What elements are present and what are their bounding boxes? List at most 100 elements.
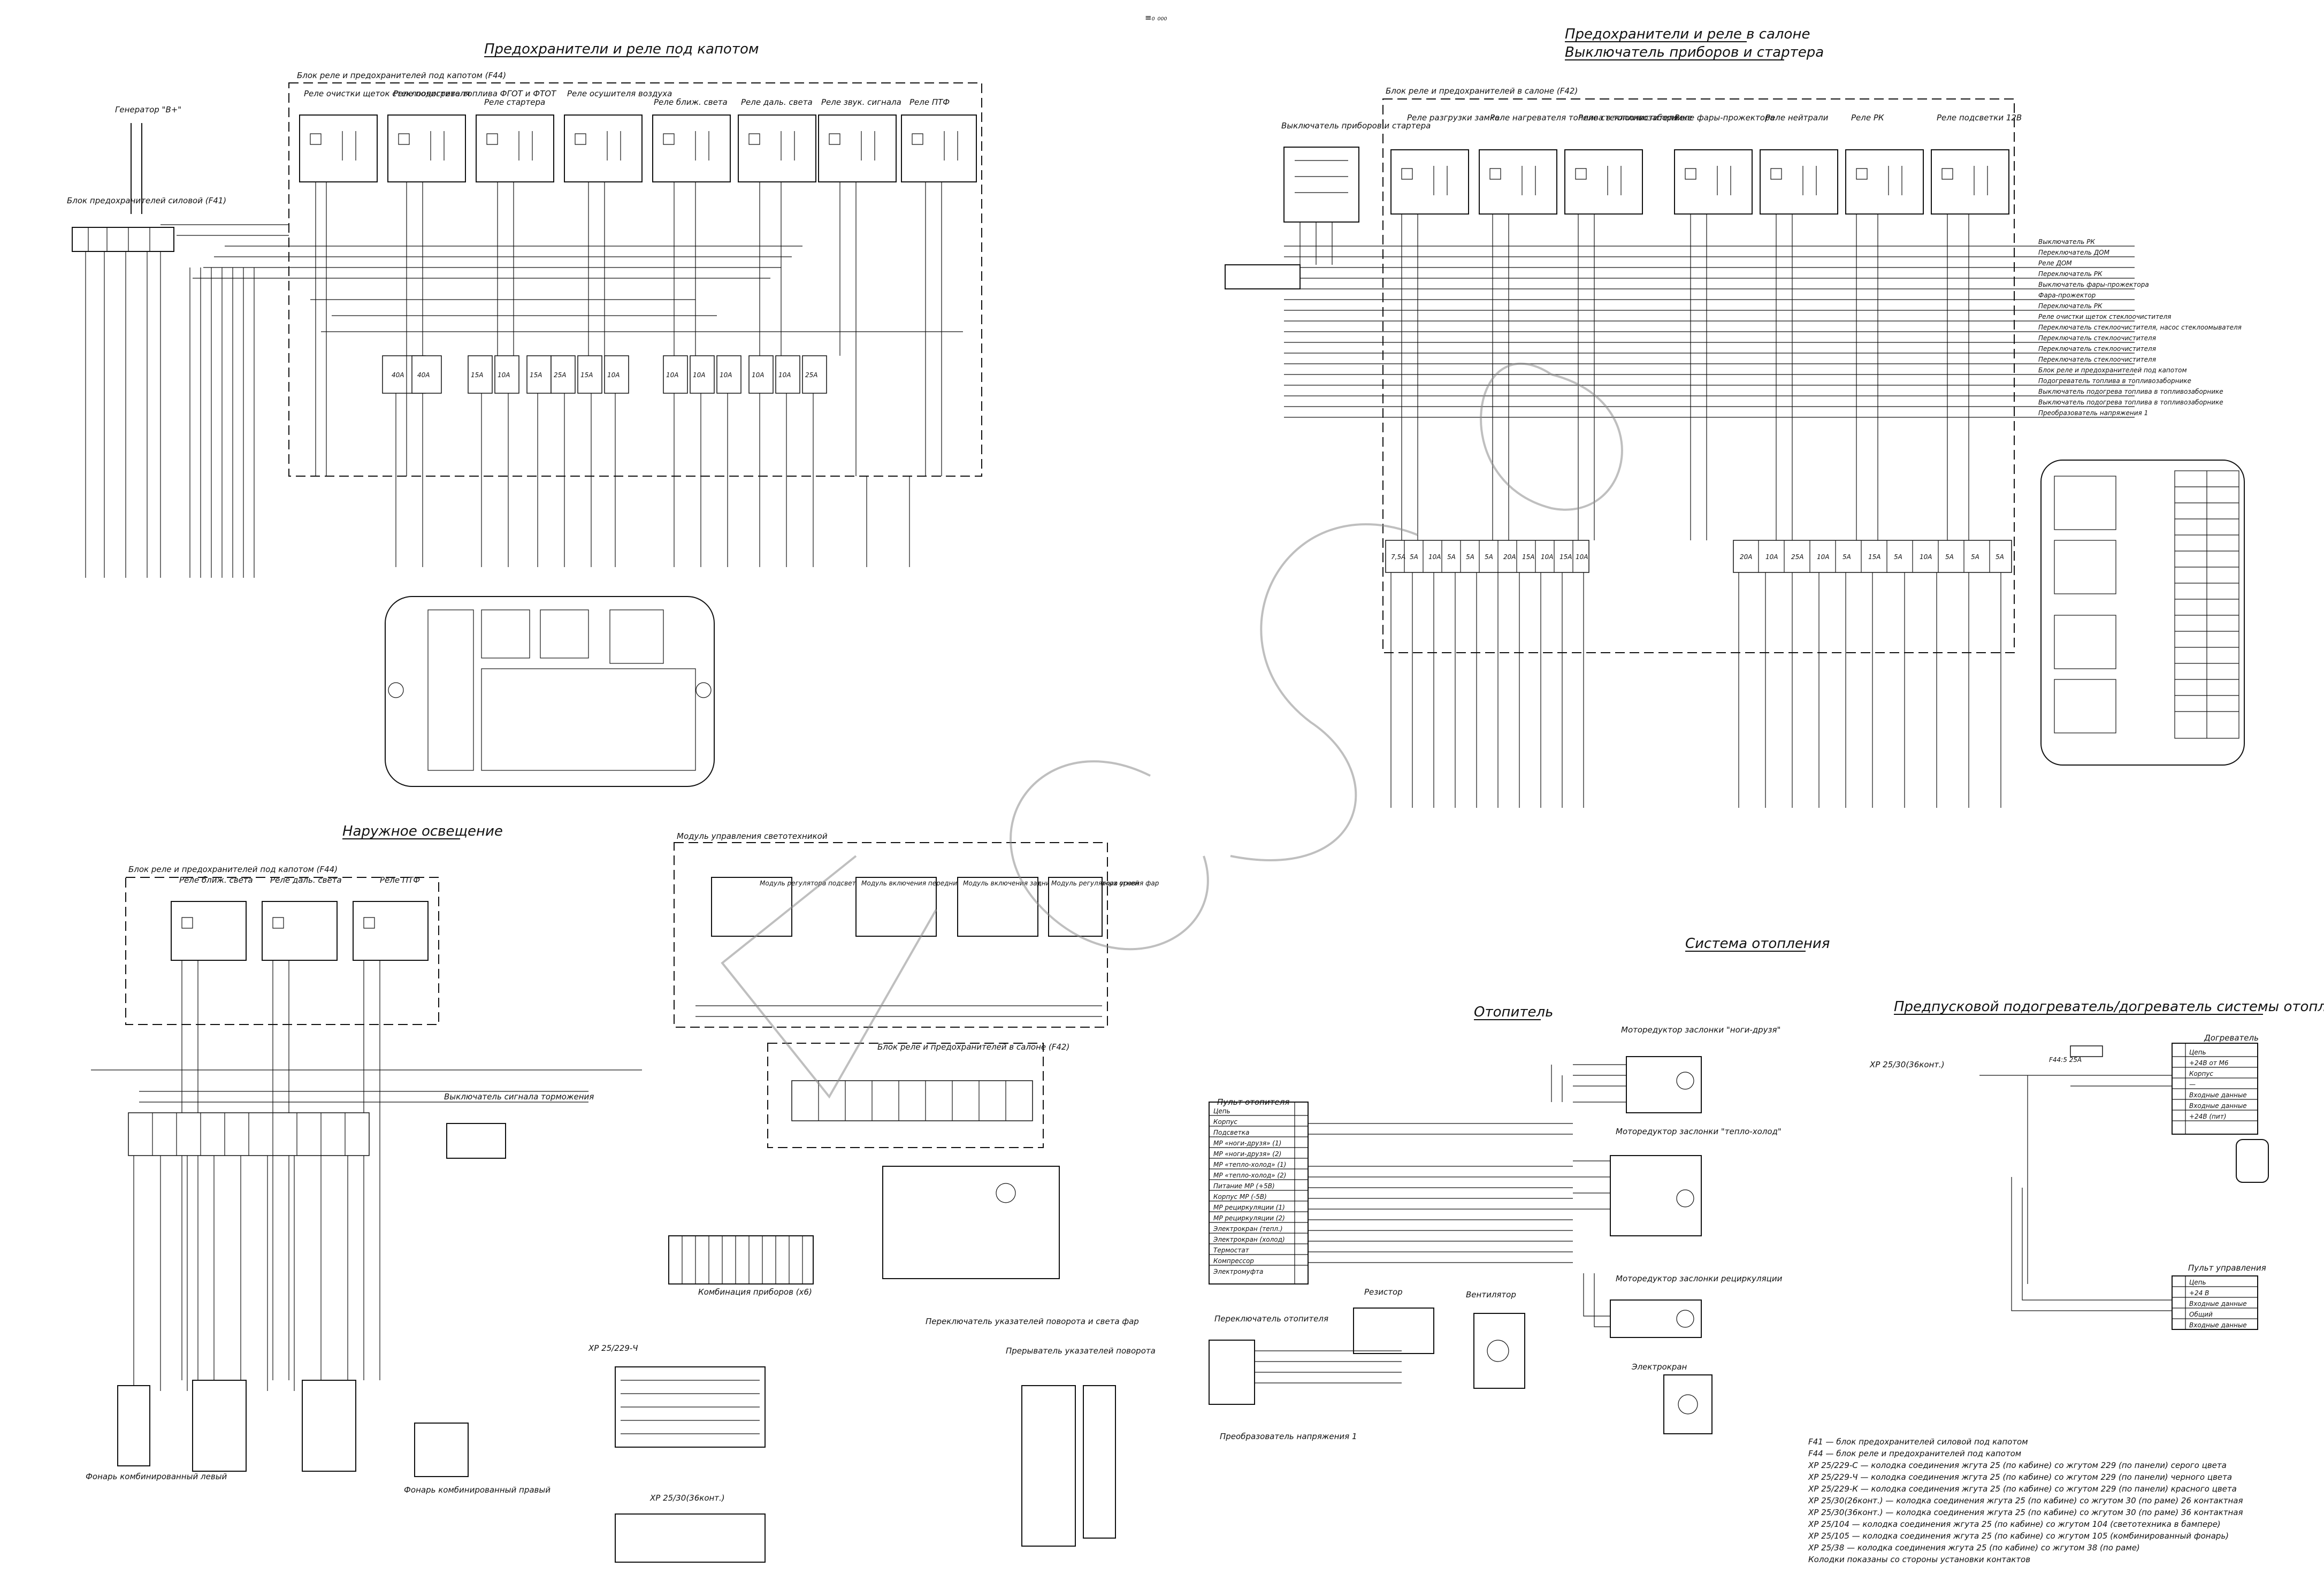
- svg-text:Общий: Общий: [2189, 1311, 2213, 1318]
- svg-text:15А: 15А: [530, 371, 542, 379]
- svg-text:5А: 5А: [1843, 553, 1851, 561]
- svg-text:10А: 10А: [1920, 553, 1932, 561]
- svg-text:Входные данные: Входные данные: [2189, 1102, 2247, 1110]
- svg-text:Термостат: Термостат: [1213, 1247, 1250, 1254]
- f42-relay-6: Реле подсветки 12В: [1931, 113, 2022, 215]
- f44-relay-7: Реле ПТФ: [901, 97, 977, 182]
- svg-text:МР «тепло-холод» (2): МР «тепло-холод» (2): [1213, 1172, 1286, 1179]
- svg-text:10А: 10А: [693, 371, 705, 379]
- preheater-block: ХР 25/30(36конт.) F44:5 25А Догреватель …: [1869, 1033, 2269, 1330]
- svg-text:Модуль регулятора уровня фар: Модуль регулятора уровня фар: [1051, 880, 1159, 887]
- svg-text:Переключатель отопителя: Переключатель отопителя: [1214, 1314, 1328, 1324]
- f42-relay-2: Реле стеклоочистителя: [1564, 113, 1678, 215]
- svg-text:ХР 25/38 — колодка соединения: ХР 25/38 — колодка соединения жгута 25 (…: [1808, 1543, 2140, 1553]
- svg-text:Резистор: Резистор: [1364, 1287, 1403, 1297]
- svg-text:Реле подогрева топлива ФГОТ и: Реле подогрева топлива ФГОТ и ФТОТ: [393, 89, 557, 98]
- svg-text:Реле нейтрали: Реле нейтрали: [1765, 113, 1829, 123]
- svg-text:10А: 10А: [1576, 553, 1588, 561]
- f44-block-label: Блок реле и предохранителей под капотом …: [297, 71, 506, 80]
- outdoor-f44-block: Блок реле и предохранителей под капотом …: [91, 865, 642, 1391]
- svg-text:Корпус: Корпус: [2189, 1070, 2213, 1077]
- svg-text:Моторедуктор заслонки рециркул: Моторедуктор заслонки рециркуляции: [1616, 1274, 1783, 1283]
- electro-valve: Электрокран: [1631, 1362, 1713, 1434]
- svg-text:Электрокран: Электрокран: [1631, 1362, 1687, 1372]
- svg-text:Питание МР (+5В): Питание МР (+5В): [1213, 1182, 1275, 1190]
- svg-text:—: —: [2189, 1081, 2196, 1088]
- turn-breaker: Прерыватель указателей поворота: [1006, 1346, 1156, 1547]
- f42-relay-0: Реле разгрузки замка: [1390, 113, 1500, 215]
- svg-text:Входные данные: Входные данные: [2189, 1321, 2247, 1329]
- f44-output-labels: [189, 267, 255, 578]
- converter-label: Преобразователь напряжения 1: [1220, 1432, 1357, 1441]
- svg-text:Подогреватель топлива в топлив: Подогреватель топлива в топливозаборнике: [2038, 377, 2191, 385]
- light-module: Модуль управления светотехникой Модуль р…: [674, 831, 1159, 1028]
- svg-text:25А: 25А: [554, 371, 566, 379]
- svg-text:10А: 10А: [778, 371, 791, 379]
- svg-text:Колодки показаны со стороны ус: Колодки показаны со стороны установки ко…: [1808, 1555, 2030, 1564]
- svg-text:40А: 40А: [417, 371, 430, 379]
- svg-text:Переключатель стеклоочистителя: Переключатель стеклоочистителя, насос ст…: [2038, 324, 2242, 331]
- svg-text:Модуль управления светотехнико: Модуль управления светотехникой: [677, 831, 828, 841]
- generator: Генератор "В+": [115, 105, 181, 214]
- svg-text:Догреватель: Догреватель: [2204, 1033, 2259, 1043]
- svg-text:F41 — блок предохранителей сил: F41 — блок предохранителей силовой под к…: [1808, 1437, 2028, 1447]
- instrument-cluster: Комбинация приборов (x6): [668, 1235, 814, 1297]
- svg-text:Цепь: Цепь: [2189, 1049, 2206, 1056]
- svg-text:Переключатель стеклоочистителя: Переключатель стеклоочистителя: [2038, 356, 2156, 363]
- svg-text:Реле ДОМ: Реле ДОМ: [2038, 259, 2072, 267]
- svg-text:ХР 25/229-С — колодка соединен: ХР 25/229-С — колодка соединения жгута 2…: [1808, 1461, 2227, 1470]
- f41-block: Блок предохранителей силовой (F41): [67, 196, 289, 578]
- svg-text:Блок предохранителей силовой (: Блок предохранителей силовой (F41): [67, 196, 226, 205]
- svg-text:Реле ПТФ: Реле ПТФ: [909, 97, 950, 107]
- svg-text:Корпус МР (-5В): Корпус МР (-5В): [1213, 1193, 1267, 1201]
- motor-2: Моторедуктор заслонки рециркуляции: [1610, 1274, 1783, 1338]
- svg-text:Блок реле и предохранителей по: Блок реле и предохранителей под капотом: [2038, 366, 2187, 374]
- f42-block: Блок реле и предохранителей в салоне (F4…: [1382, 86, 2022, 808]
- turn-switch: Переключатель указателей поворота и свет…: [882, 1166, 1139, 1326]
- f44-relay-1: Реле подогрева топлива ФГОТ и ФТОТ: [387, 89, 557, 182]
- svg-text:Реле стеклоочистителя: Реле стеклоочистителя: [1578, 113, 1678, 123]
- svg-text:5А: 5А: [1971, 553, 1979, 561]
- svg-text:25А: 25А: [805, 371, 817, 379]
- svg-text:Выключатель подогрева топлива: Выключатель подогрева топлива в топливоз…: [2038, 399, 2223, 406]
- f44-top-view: [385, 596, 715, 787]
- outdoor-relay-2: Реле ПТФ: [353, 875, 429, 961]
- svg-text:Корпус: Корпус: [1213, 1118, 1237, 1126]
- svg-text:Преобразователь напряжения 1: Преобразователь напряжения 1: [2038, 409, 2148, 417]
- svg-text:Переключатель стеклоочистителя: Переключатель стеклоочистителя: [2038, 345, 2156, 353]
- svg-text:10А: 10А: [607, 371, 620, 379]
- f42-relay-4: Реле нейтрали: [1760, 113, 1838, 215]
- svg-text:20А: 20А: [1503, 553, 1516, 561]
- f42-relay-1: Реле нагревателя топлива в топливозаборн…: [1479, 113, 1692, 215]
- svg-text:Реле ближ. света: Реле ближ. света: [179, 875, 253, 885]
- svg-text:5А: 5А: [1447, 553, 1456, 561]
- svg-text:Пульт управления: Пульт управления: [2188, 1263, 2266, 1273]
- svg-text:Реле подсветки 12В: Реле подсветки 12В: [1937, 113, 2022, 123]
- svg-text:Электрокран (холод): Электрокран (холод): [1213, 1236, 1285, 1243]
- svg-text:Реле очистки щеток стеклоочист: Реле очистки щеток стеклоочистителя: [2038, 313, 2171, 320]
- title-heating-system: Система отопления: [1685, 936, 1830, 952]
- svg-text:Реле РК: Реле РК: [1851, 113, 1885, 123]
- outdoor-relay-1: Реле даль. света: [262, 875, 342, 961]
- svg-text:Пульт отопителя: Пульт отопителя: [1217, 1097, 1289, 1107]
- f42-relay-3: Реле фары-прожектора: [1674, 113, 1775, 215]
- svg-text:МР рециркуляции (1): МР рециркуляции (1): [1213, 1204, 1285, 1211]
- svg-text:Реле звук. сигнала: Реле звук. сигнала: [821, 97, 901, 107]
- svg-text:Вентилятор: Вентилятор: [1466, 1290, 1516, 1299]
- svg-text:7,5А: 7,5А: [1391, 553, 1405, 561]
- svg-text:Фонарь комбинированный правый: Фонарь комбинированный правый: [404, 1485, 551, 1495]
- svg-text:Подсветка: Подсветка: [1213, 1129, 1249, 1136]
- svg-text:10А: 10А: [498, 371, 510, 379]
- svg-text:Моторедуктор заслонки "ноги-др: Моторедуктор заслонки "ноги-друзя": [1621, 1025, 1780, 1035]
- svg-text:40А: 40А: [392, 371, 404, 379]
- svg-text:Переключатель стеклоочистителя: Переключатель стеклоочистителя: [2038, 334, 2156, 342]
- f44-relay-2: Реле стартера: [476, 97, 554, 182]
- f44-relay-4: Реле ближ. света: [652, 97, 731, 182]
- svg-text:10А: 10А: [1765, 553, 1778, 561]
- svg-text:ХР 25/105 — колодка соединения: ХР 25/105 — колодка соединения жгута 25 …: [1808, 1531, 2229, 1541]
- svg-text:5А: 5А: [1410, 553, 1418, 561]
- svg-text:Реле ПТФ: Реле ПТФ: [380, 875, 420, 885]
- svg-text:ХР 25/104 — колодка соединения: ХР 25/104 — колодка соединения жгута 25 …: [1808, 1519, 2221, 1529]
- svg-text:Выключатель приборов и стартер: Выключатель приборов и стартера: [1281, 121, 1431, 131]
